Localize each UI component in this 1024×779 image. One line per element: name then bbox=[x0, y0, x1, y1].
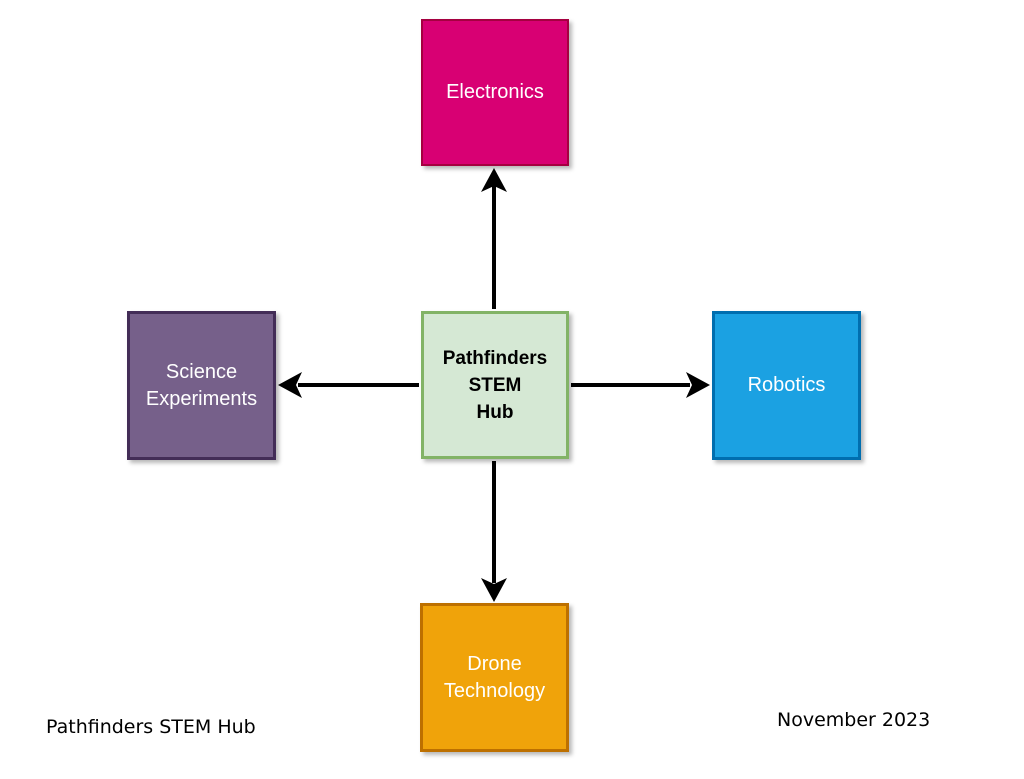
node-electronics: Electronics bbox=[421, 19, 569, 166]
footer-org-caption: Pathfinders STEM Hub bbox=[46, 716, 256, 738]
node-drone-technology-label: Drone Technology bbox=[443, 652, 546, 702]
node-pathfinders-stem-hub: Pathfinders STEM Hub bbox=[421, 311, 569, 459]
arrowhead-down-icon bbox=[481, 578, 507, 602]
node-robotics-label: Robotics bbox=[747, 374, 826, 396]
node-pathfinders-stem-hub-label: Pathfinders STEM Hub bbox=[442, 347, 548, 423]
node-science-experiments: Science Experiments bbox=[127, 311, 276, 460]
node-electronics-label: Electronics bbox=[446, 81, 544, 103]
node-science-experiments-label: Science Experiments bbox=[145, 360, 258, 410]
node-robotics: Robotics bbox=[712, 311, 861, 460]
arrowhead-left-icon bbox=[278, 372, 302, 398]
node-drone-technology: Drone Technology bbox=[420, 603, 569, 752]
arrowhead-up-icon bbox=[481, 168, 507, 192]
footer-date-caption: November 2023 bbox=[777, 709, 931, 731]
arrowhead-right-icon bbox=[686, 372, 710, 398]
